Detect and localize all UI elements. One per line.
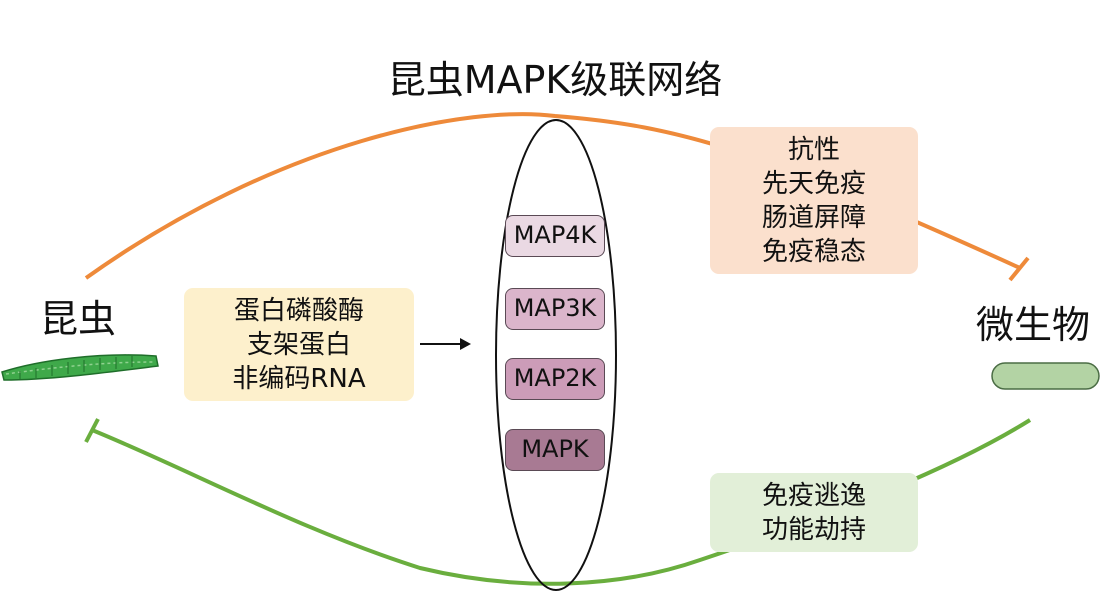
insect-effect-line: 免疫稳态 xyxy=(761,236,866,267)
kinase-map3k: MAP3K xyxy=(505,288,605,330)
microbe-label: 微生物 xyxy=(976,303,1091,347)
regulators-box: 蛋白磷酸酶 支架蛋白 非编码RNA xyxy=(184,288,414,401)
regulator-line: 支架蛋白 xyxy=(246,329,351,360)
diagram-title: 昆虫MAPK级联网络 xyxy=(387,58,723,102)
microbe-to-insect-inhibit-bar xyxy=(84,418,100,443)
regulation-arrow-head xyxy=(460,338,471,350)
caterpillar-icon xyxy=(1,354,159,381)
microbe-effect-line: 免疫逃逸 xyxy=(761,480,866,511)
regulator-line: 蛋白磷酸酶 xyxy=(233,295,364,326)
insect-effect-line: 肠道屏障 xyxy=(761,202,866,233)
kinase-map4k: MAP4K xyxy=(505,215,605,257)
cascade-ellipse xyxy=(495,119,617,591)
insect-effects-box: 抗性 先天免疫 肠道屏障 免疫稳态 xyxy=(710,127,918,274)
insect-effect-line: 先天免疫 xyxy=(761,168,866,199)
insect-label: 昆虫 xyxy=(40,297,117,341)
insect-effect-line: 抗性 xyxy=(787,134,840,165)
kinase-mapk: MAPK xyxy=(505,429,605,471)
regulator-line: 非编码RNA xyxy=(232,363,366,394)
microbe-effects-box: 免疫逃逸 功能劫持 xyxy=(710,473,918,552)
insect-to-microbe-inhibit-bar xyxy=(1008,256,1030,282)
bacterium-icon xyxy=(991,362,1100,390)
microbe-effect-line: 功能劫持 xyxy=(761,514,866,545)
kinase-map2k: MAP2K xyxy=(505,358,605,400)
